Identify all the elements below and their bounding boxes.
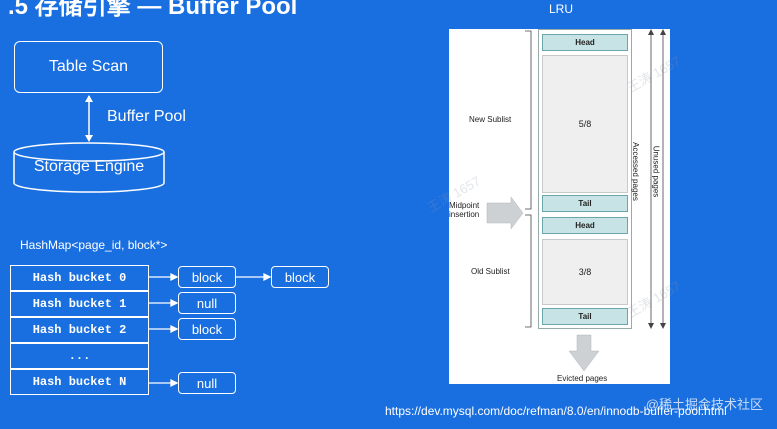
chain-node-null: null bbox=[178, 292, 236, 314]
old-head-segment: Head bbox=[542, 217, 628, 234]
midpoint-insertion-label: Midpoint insertion bbox=[449, 201, 480, 219]
hash-bucket: Hash bucket N bbox=[10, 369, 149, 395]
hash-bucket: Hash bucket 1 bbox=[10, 291, 149, 317]
chain-node-null: null bbox=[178, 372, 236, 394]
table-scan-box: Table Scan bbox=[14, 41, 163, 93]
new-sublist-block: 5/8 bbox=[542, 55, 628, 193]
chain-node-block: block bbox=[178, 318, 236, 340]
flow-arrow bbox=[85, 95, 93, 142]
old-sublist-block: 3/8 bbox=[542, 239, 628, 305]
storage-engine-cylinder bbox=[13, 142, 165, 193]
buffer-pool-label: Buffer Pool bbox=[107, 108, 186, 125]
midpoint-arrow bbox=[486, 196, 524, 230]
hash-bucket-ellipsis: ... bbox=[10, 343, 149, 369]
site-watermark: @稀土掘金技术社区 bbox=[645, 397, 763, 412]
hash-bucket: Hash bucket 2 bbox=[10, 317, 149, 343]
new-tail-segment: Tail bbox=[542, 195, 628, 212]
lru-column bbox=[538, 29, 632, 329]
chain-node-block: block bbox=[178, 266, 236, 288]
evicted-pages-label: Evicted pages bbox=[557, 374, 608, 383]
reference-url: https://dev.mysql.com/doc/refman/8.0/en/… bbox=[385, 404, 727, 418]
new-head-segment: Head bbox=[542, 34, 628, 51]
evicted-arrow bbox=[568, 334, 600, 372]
old-sublist-label: Old Sublist bbox=[471, 267, 510, 276]
old-tail-segment: Tail bbox=[542, 308, 628, 325]
chain-node-block: block bbox=[271, 266, 329, 288]
slide-title: .5 存储引擎 — Buffer Pool bbox=[8, 0, 298, 20]
hashmap-label: HashMap<page_id, block*> bbox=[20, 238, 168, 252]
storage-engine-label: Storage Engine bbox=[33, 158, 145, 175]
new-sublist-label: New Sublist bbox=[469, 115, 512, 124]
hash-bucket: Hash bucket 0 bbox=[10, 265, 149, 291]
lru-caption: LRU bbox=[549, 2, 574, 16]
lru-brackets-and-arrows bbox=[486, 29, 666, 372]
chain-arrows bbox=[149, 272, 272, 388]
lru-diagram: 王涛 1657 王涛 1657 王涛 1657 Head 5/8 Tail He… bbox=[425, 29, 683, 384]
